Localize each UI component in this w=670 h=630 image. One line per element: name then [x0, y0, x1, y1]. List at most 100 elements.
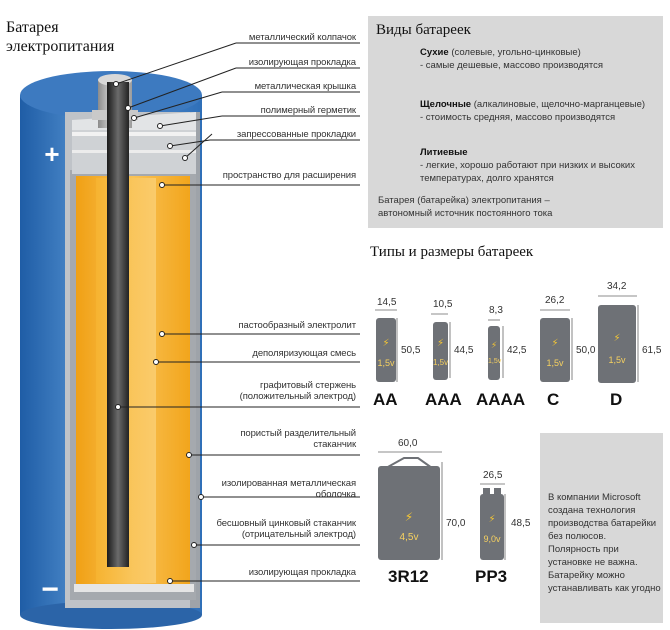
aa-battery: ⚡ 1,5v: [376, 318, 396, 382]
pp3-voltage: 9,0v: [483, 534, 501, 544]
types-panel-title: Виды батареек: [376, 22, 471, 38]
callout-electrolyte: пастообразный электролит: [238, 320, 356, 331]
alkaline-battery-desc: Щелочные (алкалиновые, щелочно-марганцев…: [420, 98, 645, 124]
alkaline-battery-name: Щелочные: [420, 99, 472, 110]
callout-metal-jacket: изолированная металлическая оболочка: [222, 478, 356, 500]
definition-line1: Батарея (батарейка) электропитания –: [378, 195, 550, 206]
page-title: Батарея электропитания: [6, 18, 114, 56]
callout-jacket-line1: изолированная металлическая: [221, 478, 356, 489]
callout-zinc-cup: бесшовный цинковый стаканчик (отрицатель…: [217, 518, 357, 540]
aaa-width: 10,5: [433, 299, 453, 310]
lithium-battery-note1: - легкие, хорошо работают при низких и в…: [420, 160, 635, 171]
callout-expansion-space: пространство для расширения: [222, 170, 356, 181]
title-line-1: Батарея: [6, 19, 59, 36]
battery-definition: Батарея (батарейка) электропитания – авт…: [378, 194, 552, 220]
aaa-name: AAA: [425, 390, 462, 409]
lithium-battery-name: Литиевые: [420, 147, 468, 158]
aa-height: 50,5: [401, 345, 421, 356]
lithium-battery-note2: температурах, долго хранятся: [420, 173, 554, 184]
aa-name: AA: [373, 390, 398, 409]
callout-insulating-gasket-bottom: изолирующая прокладка: [248, 567, 356, 578]
title-line-2: электропитания: [6, 38, 115, 55]
3r12-terminals: [385, 457, 433, 469]
aaaa-battery: ⚡ 1,5v: [488, 326, 502, 380]
callout-separator-cup: пористый разделительный стаканчик: [240, 428, 356, 450]
c-bolt-icon: ⚡: [551, 338, 559, 349]
battery-types-panel: [368, 16, 663, 228]
aaaa-height: 42,5: [507, 345, 527, 356]
graphite-rod: [107, 82, 129, 567]
ms-line-2: создана технология: [548, 505, 636, 516]
aaa-height: 44,5: [454, 345, 474, 356]
ms-line-8: устанавливать как угодно: [548, 583, 661, 594]
ms-line-7: Батарейку можно: [548, 570, 625, 581]
callout-polymer-sealant: полимерный герметик: [260, 105, 357, 116]
microsoft-note-text: В компании Microsoft создана технология …: [548, 491, 662, 595]
d-bolt-icon: ⚡: [613, 333, 621, 344]
aa-bolt-icon: ⚡: [382, 338, 390, 349]
callout-pressed-gaskets: запрессованные прокладки: [236, 129, 356, 140]
pp3-bolt-icon: ⚡: [488, 514, 496, 525]
aaaa-name: AAAA: [476, 390, 526, 409]
3r12-width: 60,0: [398, 438, 418, 449]
lithium-battery-desc: Литиевые - легкие, хорошо работают при н…: [420, 146, 635, 185]
callout-separator-line1: пористый разделительный: [240, 428, 356, 439]
aaa-bolt-icon: ⚡: [436, 338, 445, 349]
minus-sign: −: [41, 573, 59, 606]
callout-separator-line2: стаканчик: [313, 439, 356, 450]
dry-battery-name: Сухие: [420, 47, 449, 58]
top-packing: [72, 112, 196, 174]
ms-line-4: без полюсов.: [548, 531, 607, 542]
aaa-voltage: 1,5v: [433, 358, 449, 367]
3r12-voltage: 4,5v: [399, 532, 419, 543]
sizes-title: Типы и размеры батареек: [370, 244, 534, 260]
d-width: 34,2: [607, 281, 627, 292]
c-height: 50,0: [576, 345, 596, 356]
c-name: C: [547, 390, 560, 409]
callout-metal-cap: металлический колпачок: [248, 32, 356, 43]
dry-battery-subtype: (солевые, угольно-цинковые): [451, 47, 581, 58]
callout-graphite-rod: графитовый стержень (положительный элект…: [240, 380, 356, 402]
callout-graphite-rod-line2: (положительный электрод): [239, 391, 356, 402]
aaaa-voltage: 1,5v: [488, 358, 502, 365]
3r12-bolt-icon: ⚡: [404, 510, 414, 524]
d-battery: ⚡ 1,5v: [598, 305, 636, 383]
bottom-gasket: [74, 584, 194, 592]
pp3-terminals: [483, 488, 501, 495]
c-battery: ⚡ 1,5v: [540, 318, 570, 382]
plus-sign: +: [44, 139, 59, 169]
leader-lines: [115, 42, 360, 582]
pp3-battery: ⚡ 9,0v: [480, 494, 504, 560]
dry-battery-desc: Сухие (солевые, угольно-цинковые) - самы…: [420, 46, 603, 72]
pp3-name: PP3: [475, 567, 508, 586]
ms-line-5: Полярность при: [548, 544, 619, 555]
callout-graphite-rod-line1: графитовый стержень: [260, 380, 356, 391]
aaaa-bolt-icon: ⚡: [490, 340, 498, 350]
pp3-height: 48,5: [511, 518, 531, 529]
battery-types-panel-content: Виды батареек Сухие (солевые, угольно-ци…: [368, 16, 663, 228]
d-height: 61,5: [642, 345, 662, 356]
ms-line-1: В компании Microsoft: [548, 492, 641, 503]
callout-insulating-gasket-top: изолирующая прокладка: [248, 57, 356, 68]
pp3-width: 26,5: [483, 470, 503, 481]
d-name: D: [610, 390, 623, 409]
callout-zinc-line1: бесшовный цинковый стаканчик: [216, 518, 357, 529]
3r12-battery: ⚡ 4,5v: [378, 466, 440, 560]
dry-battery-note: - самые дешевые, массово производятся: [420, 60, 604, 71]
c-voltage: 1,5v: [546, 358, 564, 368]
microsoft-note-panel: В компании Microsoft создана технология …: [540, 433, 663, 623]
c-width: 26,2: [545, 295, 565, 306]
ms-line-6: установке не важна.: [548, 557, 638, 568]
aaa-battery: ⚡ 1,5v: [433, 322, 448, 380]
alkaline-battery-subtype: (алкалиновые, щелочно-марганцевые): [473, 99, 646, 110]
d-voltage: 1,5v: [608, 355, 626, 365]
alkaline-battery-note: - стоимость средняя, массово производятс…: [420, 112, 616, 123]
leader-dots: [113, 81, 204, 584]
aa-width: 14,5: [377, 297, 397, 308]
callout-depolarizing-mix: деполяризующая смесь: [252, 348, 356, 359]
dimension-lines: [375, 295, 639, 560]
callout-zinc-line2: (отрицательный электрод): [241, 529, 356, 540]
3r12-height: 70,0: [446, 518, 466, 529]
definition-line2: автономный источник постоянного тока: [378, 208, 553, 219]
aaaa-width: 8,3: [489, 305, 503, 316]
